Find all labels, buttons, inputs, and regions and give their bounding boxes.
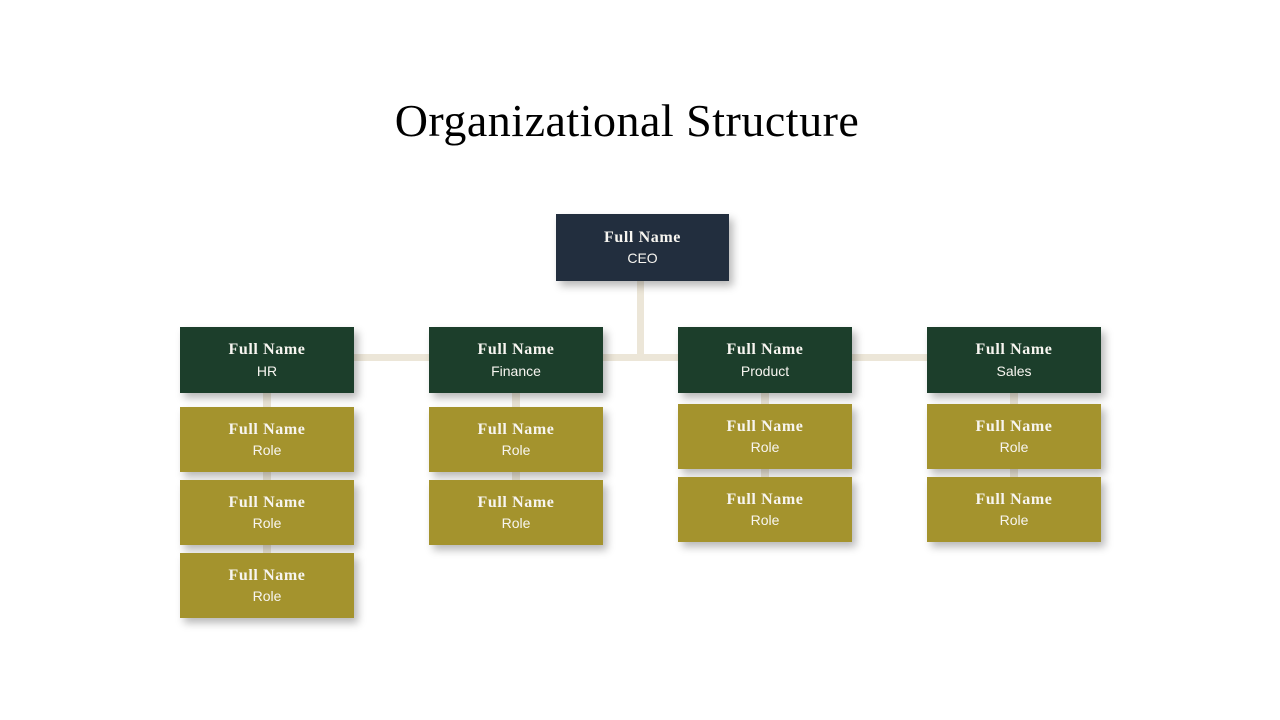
node-role: Role xyxy=(999,439,1029,456)
node-name: Full Name xyxy=(228,493,306,511)
node-name: Full Name xyxy=(726,417,804,435)
node-role: Role xyxy=(252,442,282,459)
slide-title: Organizational Structure xyxy=(394,95,860,146)
node-name: Full Name xyxy=(477,341,555,358)
node-role: Role xyxy=(750,512,780,529)
connector-horizontal-rail xyxy=(267,354,1014,361)
node-role: Role xyxy=(501,442,531,459)
node-role: Role xyxy=(501,515,531,532)
node-name: Full Name xyxy=(726,490,804,508)
node-name: Full Name xyxy=(228,341,306,358)
node-role: Role xyxy=(252,588,282,605)
ceo-name: Full Name xyxy=(604,228,681,246)
node-name: Full Name xyxy=(477,420,555,438)
org-node-ceo: Full Name CEO xyxy=(556,214,729,281)
node-name: Full Name xyxy=(975,417,1053,435)
node-name: Full Name xyxy=(228,420,306,438)
node-role: Role xyxy=(999,512,1029,529)
node-role: Sales xyxy=(996,362,1032,379)
node-name: Full Name xyxy=(975,490,1053,508)
connector-ceo-vertical xyxy=(637,281,644,361)
node-role: Product xyxy=(740,362,790,379)
node-name: Full Name xyxy=(228,566,306,584)
node-name: Full Name xyxy=(726,341,804,358)
ceo-role: CEO xyxy=(627,250,658,267)
node-role: Finance xyxy=(491,362,541,379)
node-name: Full Name xyxy=(477,493,555,511)
node-name: Full Name xyxy=(975,341,1053,358)
node-role: Role xyxy=(252,515,282,532)
node-role: Role xyxy=(750,439,780,456)
node-role: HR xyxy=(256,362,278,379)
